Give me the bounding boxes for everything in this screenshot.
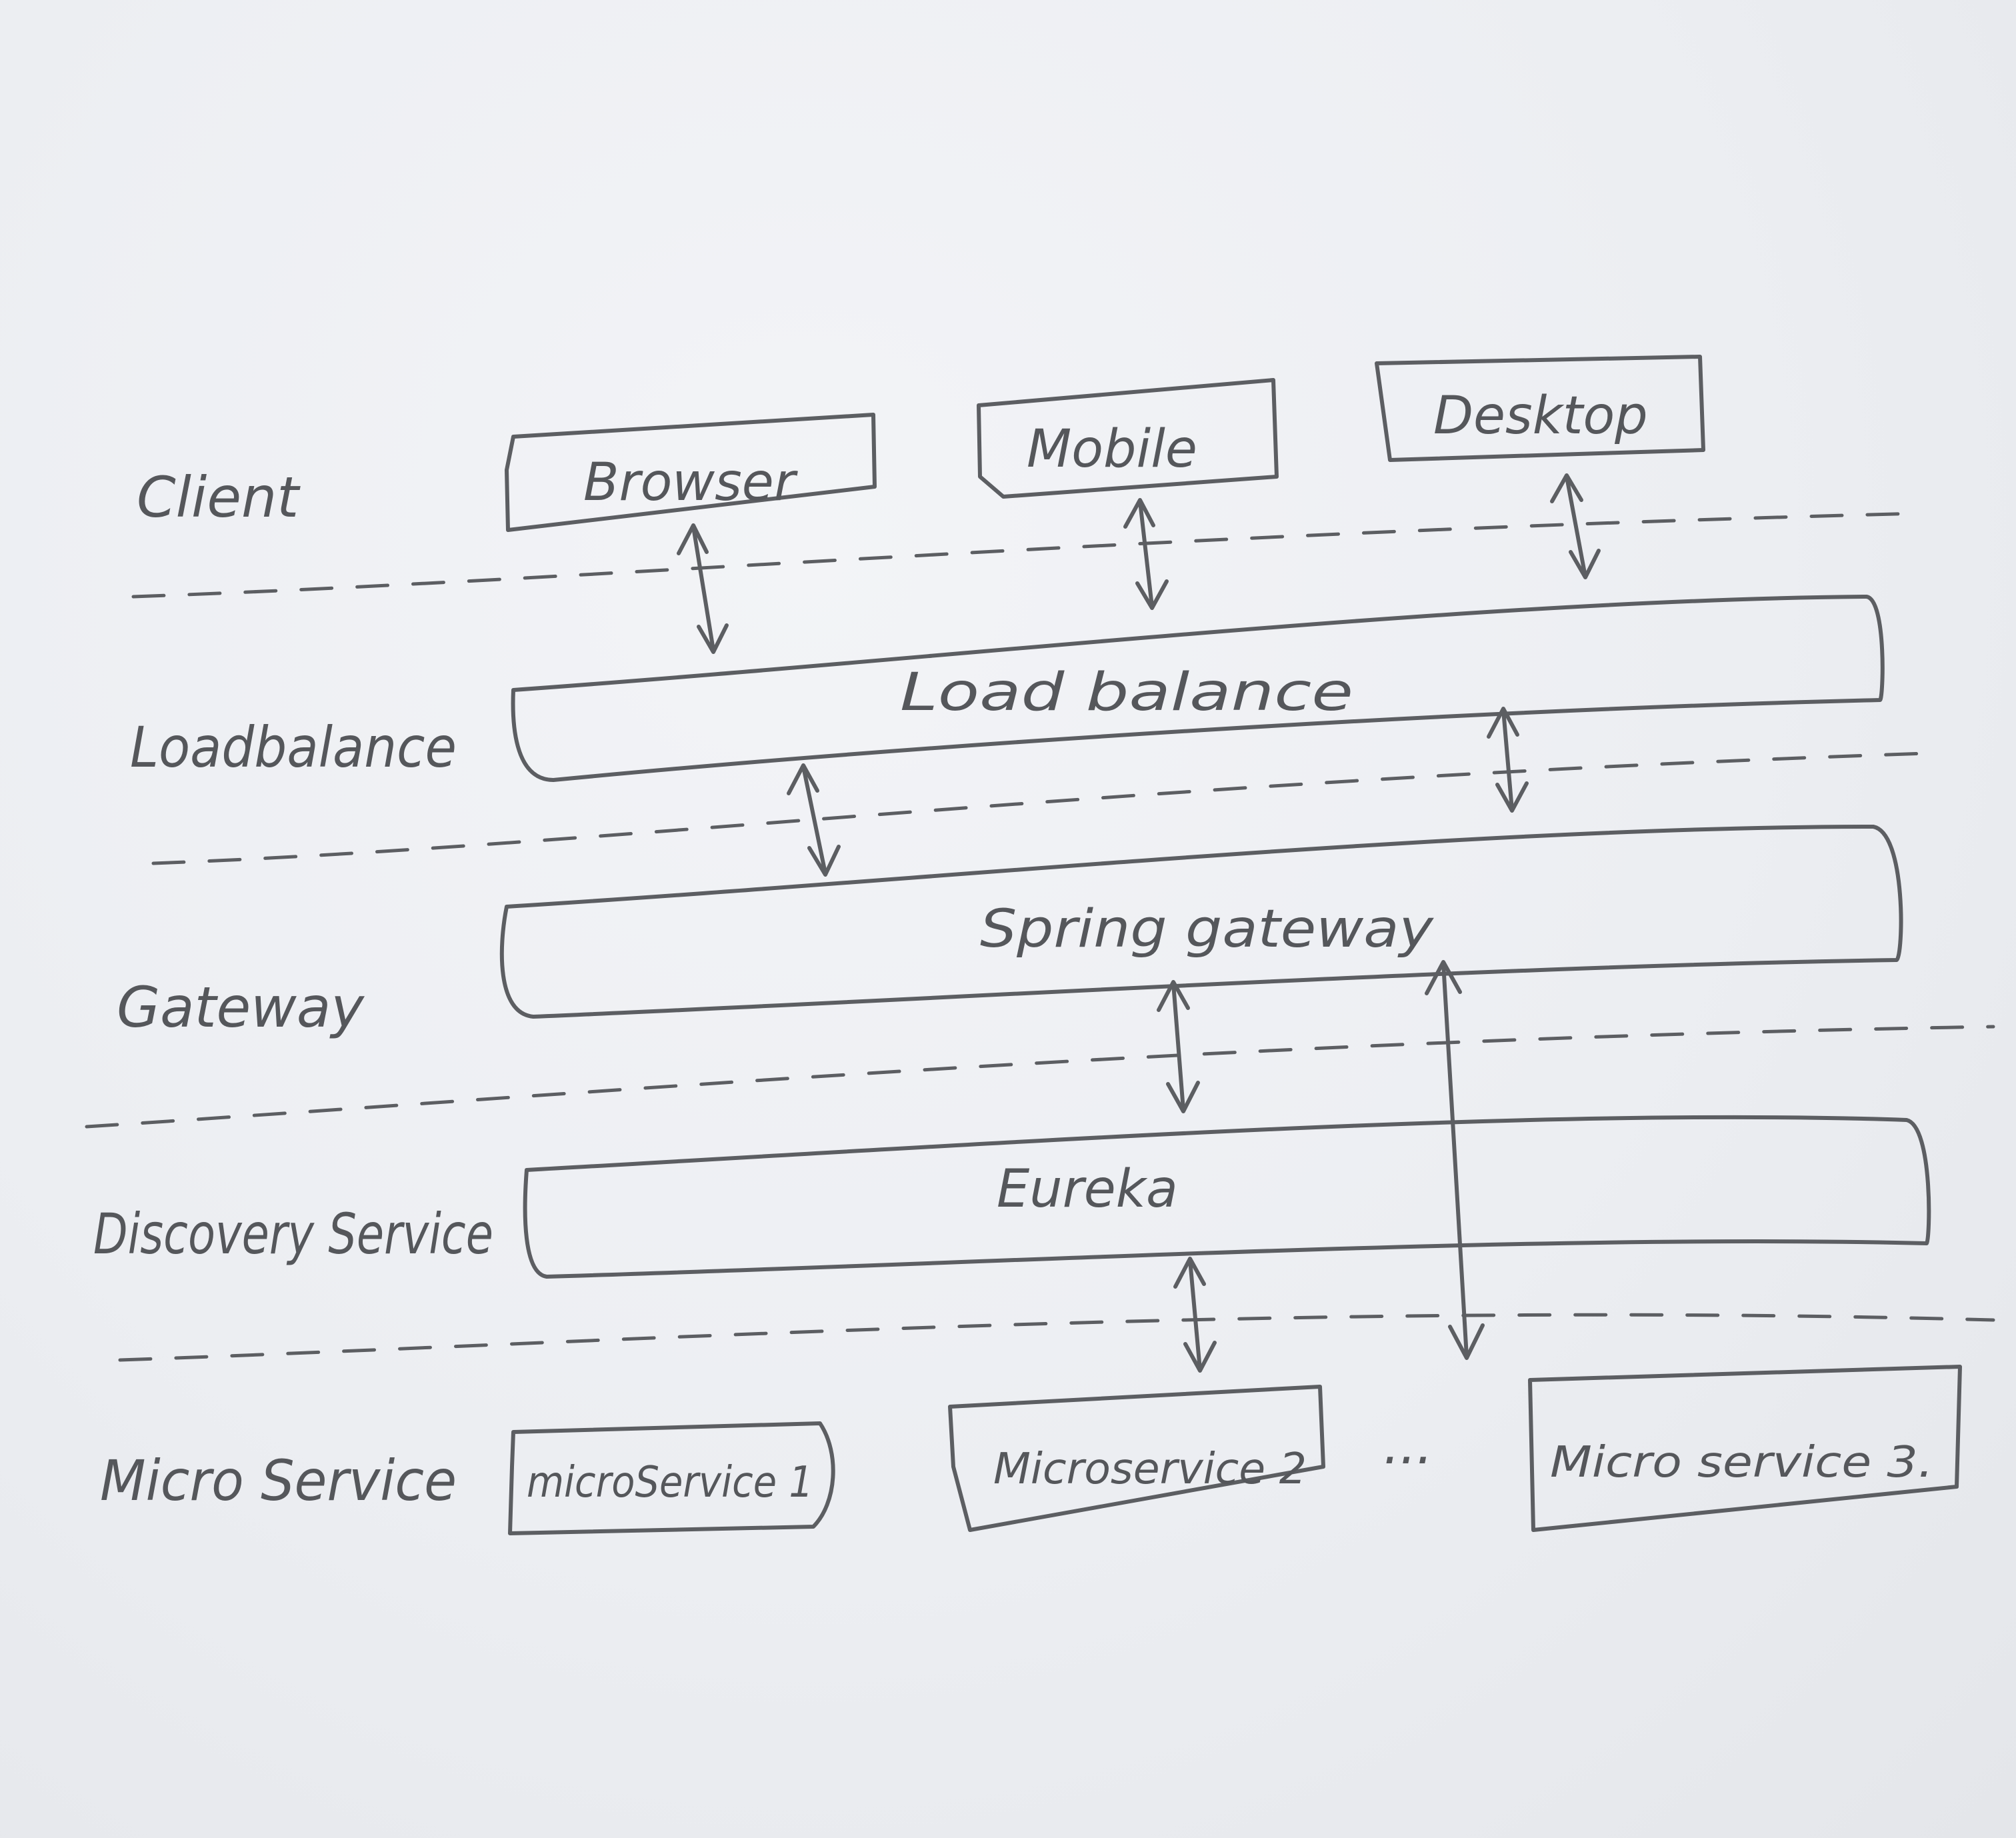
- layer-label-discovery: Discovery Service: [93, 1201, 493, 1267]
- separator-gateway-discovery: [85, 1025, 1995, 1129]
- arrow-gateway-eureka: [1157, 980, 1200, 1113]
- spring-gateway-label: Spring gateway: [980, 899, 1435, 959]
- arrow-desktop-loadbalance: [1550, 473, 1601, 579]
- microservice2-label: Microservice 2: [993, 1445, 1307, 1494]
- mobile-box: [977, 378, 1279, 499]
- services-ellipsis: ...: [1383, 1416, 1433, 1476]
- layer-label-client: Client: [137, 465, 301, 530]
- load-balance-label: Load balance: [900, 663, 1353, 723]
- layer-label-microservice: Micro Service: [100, 1448, 457, 1513]
- spring-gateway-box: [499, 825, 1903, 1019]
- separator-client-loadbalance: [131, 511, 1922, 599]
- microservice1-box: [508, 1421, 835, 1535]
- eureka-label: Eureka: [997, 1159, 1178, 1219]
- arrow-loadbalance-gateway-left: [787, 763, 841, 877]
- mobile-label: Mobile: [1027, 419, 1197, 479]
- browser-label: Browser: [583, 453, 799, 513]
- microservice3-label: Micro service 3.: [1550, 1438, 1933, 1487]
- microservice2-box: [948, 1385, 1325, 1532]
- browser-box: [505, 413, 877, 532]
- layer-label-gateway: Gateway: [117, 975, 365, 1040]
- arrow-gateway-microservice3: [1425, 960, 1485, 1360]
- desktop-box: [1375, 355, 1705, 462]
- layer-label-loadbalance: Loadbalance: [130, 715, 457, 780]
- load-balance-box: [511, 595, 1885, 782]
- microservice3-box: [1528, 1365, 1962, 1532]
- separator-discovery-microservice: [118, 1313, 1995, 1362]
- eureka-box: [523, 1115, 1931, 1279]
- arrow-mobile-loadbalance: [1123, 498, 1169, 610]
- arrow-loadbalance-gateway-right: [1487, 707, 1529, 813]
- arrow-browser-loadbalance: [677, 523, 729, 654]
- arrow-eureka-microservice2: [1173, 1257, 1217, 1373]
- microservice1-label: microService 1: [527, 1458, 813, 1507]
- separator-loadbalance-gateway: [151, 751, 1929, 865]
- desktop-label: Desktop: [1433, 386, 1648, 446]
